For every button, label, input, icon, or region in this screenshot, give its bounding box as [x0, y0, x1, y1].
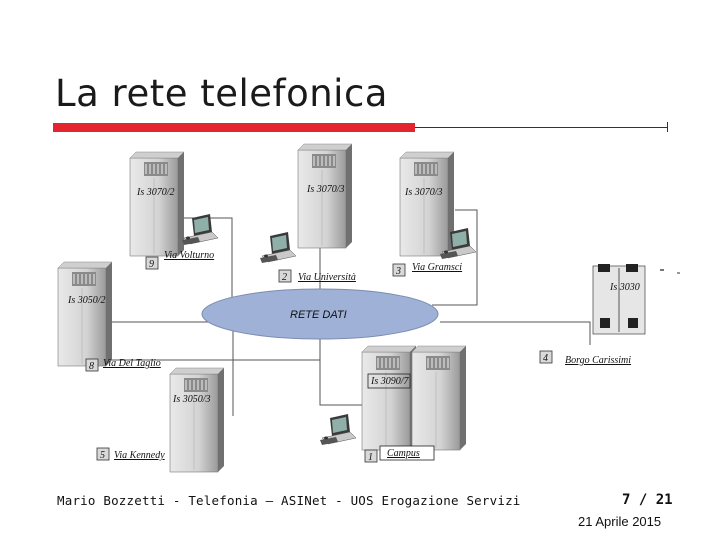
- num-n1: 9: [149, 259, 154, 270]
- site-n6: Via Kennedy: [114, 450, 165, 461]
- site-n1: Via Volturno: [164, 250, 214, 261]
- rete-dati-cloud: [201, 288, 439, 340]
- num-n5: 8: [89, 361, 94, 372]
- switch-box-n7: [367, 373, 411, 389]
- switch-label-n1: Is 3070/2: [136, 187, 175, 198]
- site-n5: Via Del Taglio: [103, 358, 161, 369]
- num-n3: 3: [395, 266, 401, 277]
- switch-label-n4: Is 3030: [609, 282, 640, 293]
- num-box-n1: [145, 256, 159, 270]
- switch-label-n5: Is 3050/2: [67, 295, 106, 306]
- switch-label-n6: Is 3050/3: [172, 394, 211, 405]
- switch-label-n2: Is 3070/3: [306, 184, 345, 195]
- cabinet-n7b: [411, 345, 467, 451]
- cabinet-n5: [57, 261, 113, 367]
- title-underline-tick: [667, 122, 668, 132]
- num-n6: 5: [100, 450, 105, 461]
- pc-n2: [259, 231, 297, 264]
- cabinet-n3: [399, 151, 455, 257]
- title-accent-bar: [53, 123, 415, 132]
- cabinet-n7a: [361, 345, 417, 451]
- site-n2: Via Università: [298, 272, 356, 283]
- cabinet-n6: [169, 367, 225, 473]
- num-box-n6: [96, 447, 110, 461]
- site-box-n7: [379, 445, 435, 461]
- switch-label-n3: Is 3070/3: [404, 187, 443, 198]
- site-n7: Campus: [387, 448, 420, 459]
- num-n2: 2: [282, 272, 287, 283]
- slide-title: La rete telefonica: [55, 72, 388, 115]
- num-box-n3: [392, 263, 406, 277]
- site-n4: Borgo Carissimi: [565, 355, 631, 366]
- site-n3: Via Gramsci: [412, 262, 462, 273]
- num-box-n7: [364, 449, 378, 463]
- pc-n1: [181, 213, 219, 246]
- pc-n7: [319, 413, 357, 446]
- slide-date: 21 Aprile 2015: [578, 514, 662, 529]
- rete-dati-label: RETE DATI: [290, 309, 347, 321]
- switch-label-n7: Is 3090/7: [370, 376, 410, 387]
- cabinet-n2: [297, 143, 353, 249]
- num-box-n2: [278, 269, 292, 283]
- num-n4: 4: [543, 353, 548, 364]
- page-number: 7 / 21: [622, 492, 673, 508]
- title-underline: [415, 127, 667, 128]
- cabinet-n4: [592, 264, 680, 335]
- num-box-n4: [539, 350, 553, 364]
- slide-footer: Mario Bozzetti - Telefonia – ASINet - UO…: [57, 493, 521, 508]
- num-n7: 1: [368, 452, 373, 463]
- num-box-n5: [85, 358, 99, 372]
- cabinet-n1: [129, 151, 185, 257]
